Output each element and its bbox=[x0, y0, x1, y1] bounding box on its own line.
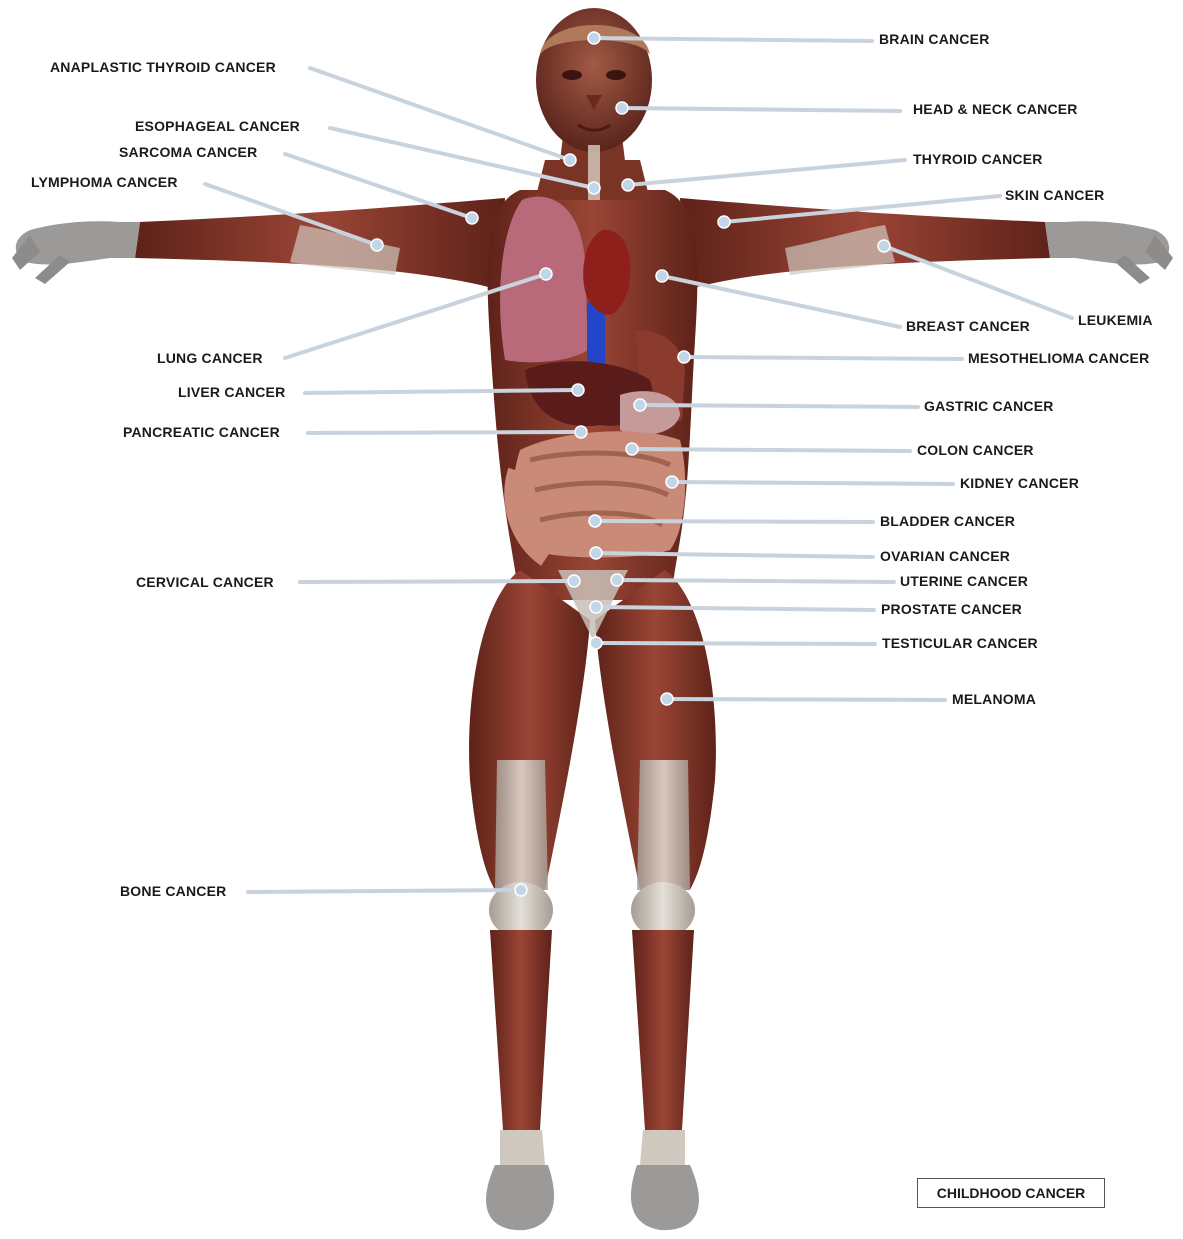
label-leukemia[interactable]: LEUKEMIA bbox=[1078, 312, 1153, 328]
leader-line-liver bbox=[305, 390, 578, 393]
label-lymphoma-cancer[interactable]: LYMPHOMA CANCER bbox=[31, 174, 178, 190]
marker-breast[interactable] bbox=[656, 270, 668, 282]
label-anaplastic-thyroid-cancer[interactable]: ANAPLASTIC THYROID CANCER bbox=[50, 59, 276, 75]
marker-lymphoma[interactable] bbox=[371, 239, 383, 251]
marker-testicular[interactable] bbox=[590, 637, 602, 649]
childhood-cancer-button[interactable]: CHILDHOOD CANCER bbox=[917, 1178, 1105, 1208]
marker-gastric[interactable] bbox=[634, 399, 646, 411]
label-pancreatic-cancer[interactable]: PANCREATIC CANCER bbox=[123, 424, 280, 440]
label-brain-cancer[interactable]: BRAIN CANCER bbox=[879, 31, 990, 47]
marker-uterine[interactable] bbox=[611, 574, 623, 586]
leader-line-melanoma bbox=[667, 699, 945, 700]
leader-line-bone bbox=[248, 890, 521, 892]
label-esophageal-cancer[interactable]: ESOPHAGEAL CANCER bbox=[135, 118, 300, 134]
leader-line-sarcoma bbox=[285, 154, 472, 218]
label-lung-cancer[interactable]: LUNG CANCER bbox=[157, 350, 263, 366]
marker-kidney[interactable] bbox=[666, 476, 678, 488]
marker-leukemia[interactable] bbox=[878, 240, 890, 252]
leader-line-anaplastic-thyroid bbox=[310, 68, 570, 160]
leader-line-leukemia bbox=[884, 246, 1072, 318]
leader-line-thyroid bbox=[628, 160, 905, 185]
leader-line-cervical bbox=[300, 581, 574, 582]
label-gastric-cancer[interactable]: GASTRIC CANCER bbox=[924, 398, 1054, 414]
leader-line-esophageal bbox=[330, 128, 594, 188]
marker-mesothelioma[interactable] bbox=[678, 351, 690, 363]
label-head-neck-cancer[interactable]: HEAD & NECK CANCER bbox=[913, 101, 1078, 117]
label-testicular-cancer[interactable]: TESTICULAR CANCER bbox=[882, 635, 1038, 651]
leader-line-lung bbox=[285, 274, 546, 358]
marker-bladder[interactable] bbox=[589, 515, 601, 527]
leader-line-ovarian bbox=[596, 553, 873, 557]
label-cervical-cancer[interactable]: CERVICAL CANCER bbox=[136, 574, 274, 590]
leader-line-head-neck bbox=[622, 108, 900, 111]
marker-bone[interactable] bbox=[515, 884, 527, 896]
marker-esophageal[interactable] bbox=[588, 182, 600, 194]
label-bone-cancer[interactable]: BONE CANCER bbox=[120, 883, 226, 899]
leader-line-colon bbox=[632, 449, 910, 451]
label-breast-cancer[interactable]: BREAST CANCER bbox=[906, 318, 1030, 334]
leader-line-breast bbox=[662, 276, 900, 327]
leader-line-prostate bbox=[596, 607, 874, 610]
marker-prostate[interactable] bbox=[590, 601, 602, 613]
marker-colon[interactable] bbox=[626, 443, 638, 455]
label-uterine-cancer[interactable]: UTERINE CANCER bbox=[900, 573, 1028, 589]
label-colon-cancer[interactable]: COLON CANCER bbox=[917, 442, 1034, 458]
marker-lung[interactable] bbox=[540, 268, 552, 280]
leader-line-brain bbox=[594, 38, 872, 41]
leader-line-pancreatic bbox=[308, 432, 581, 433]
leader-line-uterine bbox=[617, 580, 894, 582]
leader-line-bladder bbox=[595, 521, 873, 522]
marker-skin[interactable] bbox=[718, 216, 730, 228]
marker-head-neck[interactable] bbox=[616, 102, 628, 114]
label-melanoma[interactable]: MELANOMA bbox=[952, 691, 1036, 707]
label-sarcoma-cancer[interactable]: SARCOMA CANCER bbox=[119, 144, 257, 160]
leader-line-kidney bbox=[672, 482, 953, 484]
marker-liver[interactable] bbox=[572, 384, 584, 396]
label-prostate-cancer[interactable]: PROSTATE CANCER bbox=[881, 601, 1022, 617]
marker-cervical[interactable] bbox=[568, 575, 580, 587]
leader-line-mesothelioma bbox=[684, 357, 962, 359]
label-skin-cancer[interactable]: SKIN CANCER bbox=[1005, 187, 1104, 203]
marker-pancreatic[interactable] bbox=[575, 426, 587, 438]
marker-anaplastic-thyroid[interactable] bbox=[564, 154, 576, 166]
leader-line-skin bbox=[724, 196, 1000, 222]
leader-line-lymphoma bbox=[205, 184, 377, 245]
marker-thyroid[interactable] bbox=[622, 179, 634, 191]
label-liver-cancer[interactable]: LIVER CANCER bbox=[178, 384, 285, 400]
leader-line-testicular bbox=[596, 643, 875, 644]
label-thyroid-cancer[interactable]: THYROID CANCER bbox=[913, 151, 1043, 167]
label-ovarian-cancer[interactable]: OVARIAN CANCER bbox=[880, 548, 1010, 564]
marker-melanoma[interactable] bbox=[661, 693, 673, 705]
label-kidney-cancer[interactable]: KIDNEY CANCER bbox=[960, 475, 1079, 491]
marker-brain[interactable] bbox=[588, 32, 600, 44]
leader-line-gastric bbox=[640, 405, 918, 407]
marker-sarcoma[interactable] bbox=[466, 212, 478, 224]
label-mesothelioma-cancer[interactable]: MESOTHELIOMA CANCER bbox=[968, 350, 1149, 366]
label-bladder-cancer[interactable]: BLADDER CANCER bbox=[880, 513, 1015, 529]
marker-ovarian[interactable] bbox=[590, 547, 602, 559]
